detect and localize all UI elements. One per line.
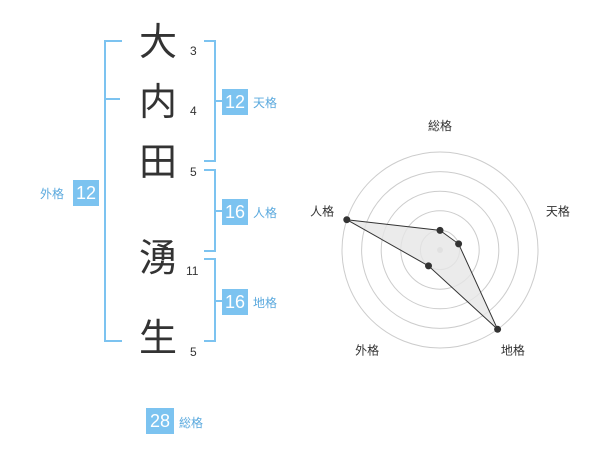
jinkaku-value: 16: [222, 199, 248, 225]
name-char-1: 大: [138, 20, 177, 64]
chikaku-connector: [214, 300, 222, 302]
name-char-2: 内: [138, 80, 177, 124]
radar-data-area: [346, 219, 499, 330]
gaikaku-label: 外格: [40, 187, 65, 201]
radar-grid-ring-3: [380, 190, 500, 310]
jinkaku-label: 人格: [253, 206, 278, 220]
stroke-count-2: 4: [190, 104, 197, 118]
chikaku-value: 16: [222, 289, 248, 315]
radar-axis-label-2: 天格: [546, 204, 570, 219]
radar-point-2: [455, 240, 463, 248]
stroke-count-1: 3: [190, 44, 197, 58]
radar-point-5: [343, 216, 351, 224]
radar-axis-label-4: 外格: [355, 342, 379, 357]
jinkaku-connector: [214, 210, 222, 212]
soukaku-value: 28: [146, 408, 174, 434]
tenkaku-label: 天格: [253, 96, 278, 110]
soukaku-label: 総格: [179, 416, 204, 430]
gaikaku-bracket-divider: [104, 98, 120, 100]
stroke-count-3: 5: [190, 165, 197, 179]
stroke-count-4: 11: [186, 264, 199, 278]
chikaku-label: 地格: [253, 296, 278, 310]
radar-point-3: [494, 325, 502, 333]
radar-axis-label-3: 地格: [501, 342, 525, 357]
stroke-count-5: 5: [190, 345, 197, 359]
radar-axis-label-1: 総格: [428, 118, 452, 133]
radar-grid-ring-4: [361, 171, 519, 329]
name-char-3: 田: [138, 140, 177, 184]
radar-point-1: [436, 226, 444, 234]
radar-grid-ring-5: [341, 151, 539, 349]
name-char-5: 生: [138, 316, 177, 360]
name-char-4: 湧: [138, 236, 177, 280]
radar-axis-label-5: 人格: [310, 204, 334, 219]
tenkaku-value: 12: [222, 89, 248, 115]
radar-point-4: [425, 262, 432, 270]
gaikaku-bracket: [104, 40, 122, 342]
gaikaku-value: 12: [73, 180, 99, 206]
tenkaku-connector: [214, 100, 222, 102]
